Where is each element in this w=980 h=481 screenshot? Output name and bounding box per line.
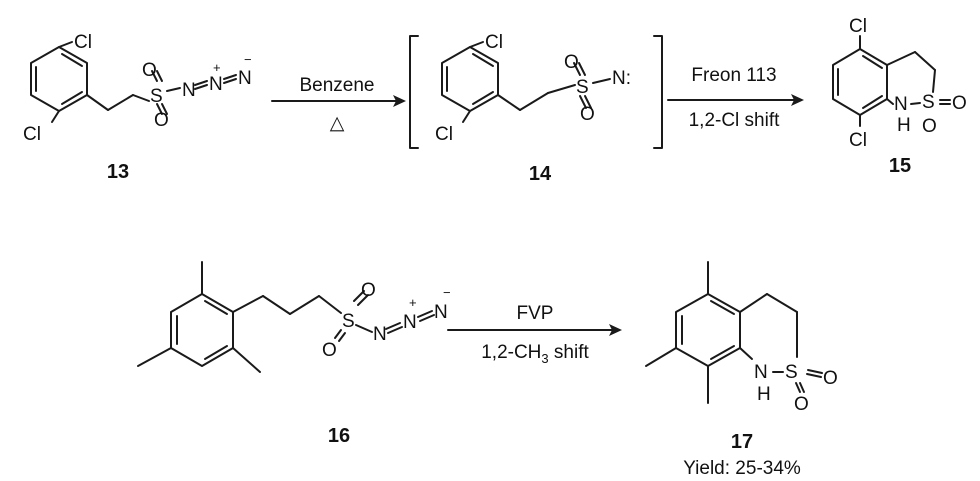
nitrene-label: N:: [612, 68, 631, 89]
chlorine-label: Cl: [74, 32, 92, 53]
azide-nitrogen-label: N: [209, 74, 223, 95]
compound-16-structure: O S O N N + N −: [137, 261, 451, 373]
heat-symbol: △: [330, 113, 345, 134]
minus-charge: −: [244, 52, 252, 67]
compound-15-structure: Cl Cl N H S O O: [832, 16, 967, 151]
azide-nitrogen-label: N: [403, 312, 417, 333]
sulfonyl-oxygen-label: O: [322, 340, 337, 361]
azide-nitrogen-label: N: [373, 324, 387, 345]
azide-nitrogen-label: N: [238, 68, 252, 89]
compound-number-16: 16: [328, 425, 350, 447]
sulfur-label: S: [150, 86, 163, 107]
sulfonyl-oxygen-label: O: [794, 394, 809, 415]
sulfonyl-oxygen-label: O: [823, 368, 838, 389]
compound-14-structure: Cl Cl O S O N:: [409, 32, 663, 149]
sulfonyl-oxygen-label: O: [952, 93, 967, 114]
sulfonyl-oxygen-label: O: [922, 116, 937, 137]
condition-benzene: Benzene: [299, 75, 374, 96]
sulfur-label: S: [342, 311, 355, 332]
yield-label: Yield: 25-34%: [683, 458, 801, 479]
right-bracket: [653, 35, 663, 149]
sulfur-label: S: [785, 362, 798, 383]
chlorine-label: Cl: [849, 130, 867, 151]
minus-charge: −: [443, 285, 451, 300]
azide-nitrogen-label: N: [434, 302, 448, 323]
arrow-head-2: [791, 94, 804, 106]
chlorine-label: Cl: [849, 16, 867, 37]
nitrogen-label: N: [754, 362, 768, 383]
hydrogen-label: H: [897, 115, 911, 136]
sulfur-label: S: [576, 77, 589, 98]
plus-charge: +: [213, 60, 221, 75]
compound-number-14: 14: [529, 163, 552, 185]
compound-number-15: 15: [889, 155, 911, 177]
chlorine-label: Cl: [435, 124, 453, 145]
condition-1-2-cl-shift: 1,2-Cl shift: [689, 110, 781, 131]
chlorine-label: Cl: [23, 124, 41, 145]
azide-nitrogen-label: N: [182, 80, 196, 101]
arrow-head-1: [393, 95, 406, 107]
sulfonyl-oxygen-label: O: [580, 104, 595, 125]
compound-number-17: 17: [731, 431, 753, 453]
condition-1-2-ch3-shift: 1,2-CH3 shift: [481, 342, 589, 366]
arrow-head-3: [609, 324, 622, 336]
left-bracket: [409, 35, 419, 149]
sulfonyl-oxygen-label: O: [154, 110, 169, 131]
sulfonyl-oxygen-label: O: [564, 52, 579, 73]
condition-fvp: FVP: [517, 303, 554, 324]
condition-freon-113: Freon 113: [691, 65, 776, 86]
plus-charge: +: [409, 295, 417, 310]
sulfonyl-oxygen-label: O: [142, 60, 157, 81]
hydrogen-label: H: [757, 384, 771, 405]
nitrogen-label: N: [894, 94, 908, 115]
sulfur-label: S: [922, 92, 935, 113]
compound-13-structure: Cl Cl O S O N N + N −: [23, 32, 252, 145]
sulfonyl-oxygen-label: O: [361, 280, 376, 301]
compound-17-structure: N H S O O: [645, 261, 838, 415]
compound-number-13: 13: [107, 161, 129, 183]
chlorine-label: Cl: [485, 32, 503, 53]
